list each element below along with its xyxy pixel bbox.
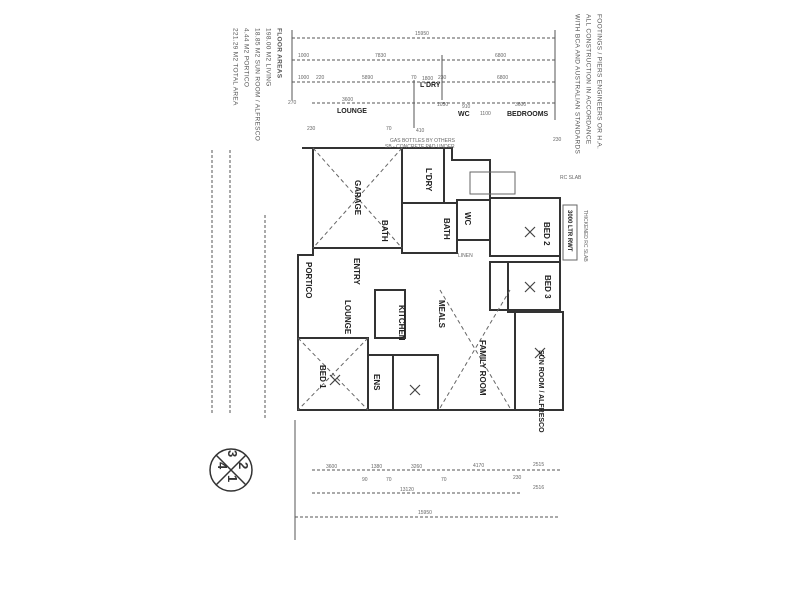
dim-room-label: WC — [458, 111, 470, 118]
floor-area-living: 198.00 M2 LIVING — [264, 28, 272, 87]
room-family: FAMILY ROOM — [478, 340, 487, 396]
water-tank — [562, 204, 578, 261]
room-kitchen: KITCHEN — [397, 305, 406, 341]
dim-room-label: L'DRY — [420, 82, 441, 89]
floor-areas-heading: FLOOR AREAS — [275, 28, 283, 79]
room-lounge: LOUNGE — [343, 300, 352, 335]
dim-label: 3600 — [326, 464, 338, 470]
room-laundry: L'DRY — [424, 168, 433, 192]
plan-note: RC SLAB — [560, 175, 582, 181]
wc-wall — [456, 199, 491, 241]
dim-label: 2516 — [533, 485, 545, 491]
bed2-wall — [489, 197, 561, 257]
dim-room-label: LOUNGE — [337, 108, 367, 115]
dim-label: 230 — [513, 475, 522, 481]
dim-label: 1380 — [371, 464, 383, 470]
room-meals: MEALS — [437, 300, 446, 328]
quadrant-label: 4 — [215, 462, 230, 470]
dim-label: 1000 — [298, 53, 310, 59]
dim-label: 1000 — [298, 75, 310, 81]
ceiling-fan-icon — [524, 226, 536, 238]
dim-label: 220 — [316, 75, 325, 81]
dim-label: 3260 — [411, 464, 423, 470]
plan-note: THICKENED RC SLAB — [582, 210, 588, 262]
plan-note: SB - CONCRETE PAD UNDER — [385, 144, 455, 150]
room-bath: BATH — [442, 218, 451, 240]
dim-label: 6800 — [495, 53, 507, 59]
room-garage: GARAGE — [353, 180, 362, 216]
kitchen-bench — [374, 289, 406, 339]
floor-area-portico: 4.44 M2 PORTICO — [242, 28, 250, 88]
floor-area-total: 221.29 M2 TOTAL AREA — [231, 28, 239, 106]
outer-wall — [297, 147, 564, 411]
dim-label: 7830 — [375, 53, 387, 59]
room-bath: BATH — [380, 220, 389, 242]
quadrant-label: 2 — [236, 462, 251, 470]
ceiling-fan-icon — [524, 281, 536, 293]
room-sunroom-alfresco: SUN ROOM / ALFRESCO — [537, 350, 544, 433]
dim-label: 70 — [411, 75, 417, 81]
ceiling-fan-icon — [534, 347, 546, 359]
dim-label: 1050 — [437, 102, 449, 108]
dim-label: 1800 — [422, 76, 434, 82]
laundry-wall — [401, 147, 445, 204]
dim-label: 230 — [438, 75, 447, 81]
construction-note: WITH BCA AND AUSTRALIAN STANDARDS — [573, 14, 581, 155]
ceiling-fan-icons — [329, 226, 546, 396]
dim-room-label: BEDROOMS — [507, 111, 549, 118]
dim-label: 70 — [441, 477, 447, 483]
room-bed-1: BED 1 — [318, 365, 327, 389]
room-ensuite: ENS — [372, 374, 381, 391]
room-linen: LINEN — [458, 253, 473, 259]
dim-label: 1100 — [480, 111, 491, 117]
plan-note: GAS BOTTLES BY OTHERS — [390, 138, 455, 144]
room-bed-2: BED 2 — [542, 222, 551, 246]
dim-label: 3600 — [342, 97, 354, 103]
room-portico: PORTICO — [304, 262, 313, 299]
quadrant-label: 1 — [225, 475, 240, 483]
room-wc: WC — [463, 212, 472, 226]
dim-label: 13120 — [400, 487, 414, 493]
floor-area-sunroom: 18.85 M2 SUN ROOM / ALFRESCO — [253, 28, 261, 142]
room-bed-3: BED 3 — [543, 275, 552, 299]
orientation-marker: 4 3 1 2 — [208, 447, 254, 493]
dim-label: 230 — [307, 126, 316, 132]
room-entry: ENTRY — [352, 258, 361, 285]
quadrant-label: 3 — [225, 450, 240, 458]
bed3-wall — [489, 261, 561, 311]
dim-label: 410 — [416, 128, 425, 134]
construction-note: FOOTINGS / PIERS ENGINEERS OR H.A. — [595, 14, 603, 150]
clothesline — [469, 171, 516, 195]
dim-label: 3600 — [515, 102, 527, 108]
study-wall — [392, 354, 439, 411]
dim-label: 2515 — [533, 462, 545, 468]
dim-label: 5890 — [362, 75, 374, 81]
water-tank-label: 3000 LTR RWT — [566, 210, 572, 252]
dim-label: 910 — [462, 104, 471, 110]
dim-label: 70 — [386, 477, 392, 483]
sunroom-wall — [514, 311, 564, 411]
dim-label: 70 — [386, 126, 392, 132]
dim-label: 6800 — [497, 75, 509, 81]
dim-label: 4170 — [473, 463, 485, 469]
room-diagonal — [312, 147, 403, 249]
dim-label: 90 — [362, 477, 368, 483]
construction-note: ALL CONSTRUCTION IN ACCORDANCE — [584, 14, 592, 145]
dim-label: 230 — [553, 137, 562, 143]
room-diagonal — [297, 337, 369, 411]
room-diagonal — [439, 289, 511, 409]
dim-overall-bottom: 15950 — [418, 510, 432, 516]
dim-overall-top: 15950 — [415, 31, 429, 37]
dim-label: 270 — [288, 100, 297, 106]
ceiling-fan-icon — [329, 374, 341, 386]
room-diagonal — [439, 289, 511, 409]
ceiling-fan-icon — [409, 384, 421, 396]
